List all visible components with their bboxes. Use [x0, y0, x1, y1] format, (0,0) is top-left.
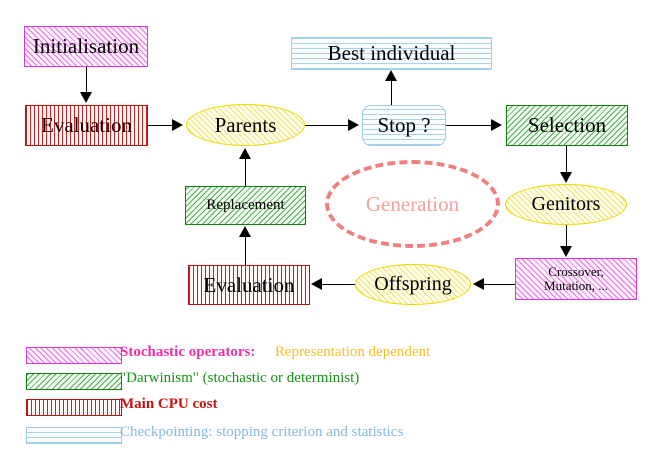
arrowhead-evaluation-to-parents — [172, 119, 183, 131]
legend-swatch-main-cpu-cost — [26, 399, 122, 416]
arrowhead-parents-to-stop — [348, 119, 359, 131]
legend-swatch-checkpointing — [26, 427, 122, 444]
legend-label-stochastic-operators: Stochastic operators: Representation dep… — [120, 344, 430, 361]
arrowhead-replacement-to-parents — [239, 148, 251, 159]
edge-evaluation-to-replacement — [245, 236, 246, 265]
edge-initialisation-to-evaluation — [86, 67, 87, 94]
node-evaluation-bottom[interactable]: Evaluation — [188, 265, 310, 305]
arrowhead-crossover-to-offspring — [473, 278, 484, 290]
edge-selection-to-genitors — [566, 146, 567, 174]
arrowhead-selection-to-genitors — [560, 172, 572, 183]
edge-genitors-to-crossover — [566, 225, 567, 249]
edge-replacement-to-parents — [245, 158, 246, 186]
arrowhead-initialisation-to-evaluation — [80, 92, 92, 103]
legend-label-main-cpu-cost: Main CPU cost — [120, 396, 218, 412]
edge-stop-to-selection — [446, 125, 492, 126]
legend-row: Stochastic operators: Representation dep… — [0, 344, 662, 370]
arrowhead-offspring-to-evaluation — [311, 278, 322, 290]
node-replacement[interactable]: Replacement — [185, 186, 306, 225]
edge-evaluation-to-parents — [148, 125, 174, 126]
legend-row: Checkpointing: stopping criterion and st… — [0, 424, 662, 450]
node-stop-label: Stop ? — [377, 113, 431, 138]
edge-crossover-to-offspring — [484, 284, 515, 285]
arrowhead-stop-to-best-individual — [385, 70, 397, 81]
node-crossover-mutation-label: Crossover, Mutation, ... — [544, 264, 608, 293]
legend-text-secondary: Representation dependent — [274, 344, 431, 360]
node-parents-label: Parents — [214, 112, 277, 137]
node-evaluation-top-label: Evaluation — [41, 113, 132, 138]
edge-stop-to-best-individual — [391, 72, 392, 105]
legend-swatch-darwinism — [26, 373, 122, 390]
legend-label-darwinism: "Darwinism" (stochastic or determinist) — [120, 370, 360, 386]
node-evaluation-bottom-label: Evaluation — [203, 272, 295, 297]
arrowhead-evaluation-to-replacement — [239, 226, 251, 237]
node-genitors-label: Genitors — [531, 193, 601, 215]
legend-row: "Darwinism" (stochastic or determinist) — [0, 370, 662, 396]
node-selection[interactable]: Selection — [506, 105, 628, 146]
node-replacement-label: Replacement — [206, 196, 285, 213]
legend-text-primary: Stochastic operators: — [120, 344, 256, 360]
legend-label-checkpointing: Checkpointing: stopping criterion and st… — [120, 424, 404, 440]
node-offspring[interactable]: Offspring — [355, 264, 471, 305]
node-stop[interactable]: Stop ? — [362, 105, 446, 146]
node-crossover-mutation[interactable]: Crossover, Mutation, ... — [515, 258, 637, 300]
node-offspring-label: Offspring — [374, 273, 452, 295]
node-initialisation-label: Initialisation — [32, 34, 140, 59]
node-best-individual-label: Best individual — [327, 41, 456, 66]
node-parents[interactable]: Parents — [186, 104, 305, 146]
arrowhead-stop-to-selection — [491, 119, 502, 131]
node-selection-label: Selection — [527, 113, 607, 138]
edge-offspring-to-evaluation — [322, 284, 355, 285]
node-best-individual[interactable]: Best individual — [291, 37, 492, 70]
arrowhead-genitors-to-crossover — [560, 246, 572, 257]
node-genitors[interactable]: Genitors — [505, 184, 627, 225]
node-evaluation-top[interactable]: Evaluation — [25, 105, 148, 146]
node-generation-label: Generation — [365, 191, 460, 216]
legend-row: Main CPU cost — [0, 396, 662, 422]
legend-swatch-stochastic-operators — [26, 347, 122, 364]
node-initialisation[interactable]: Initialisation — [24, 26, 148, 67]
node-generation: Generation — [325, 160, 500, 248]
edge-parents-to-stop — [305, 125, 348, 126]
